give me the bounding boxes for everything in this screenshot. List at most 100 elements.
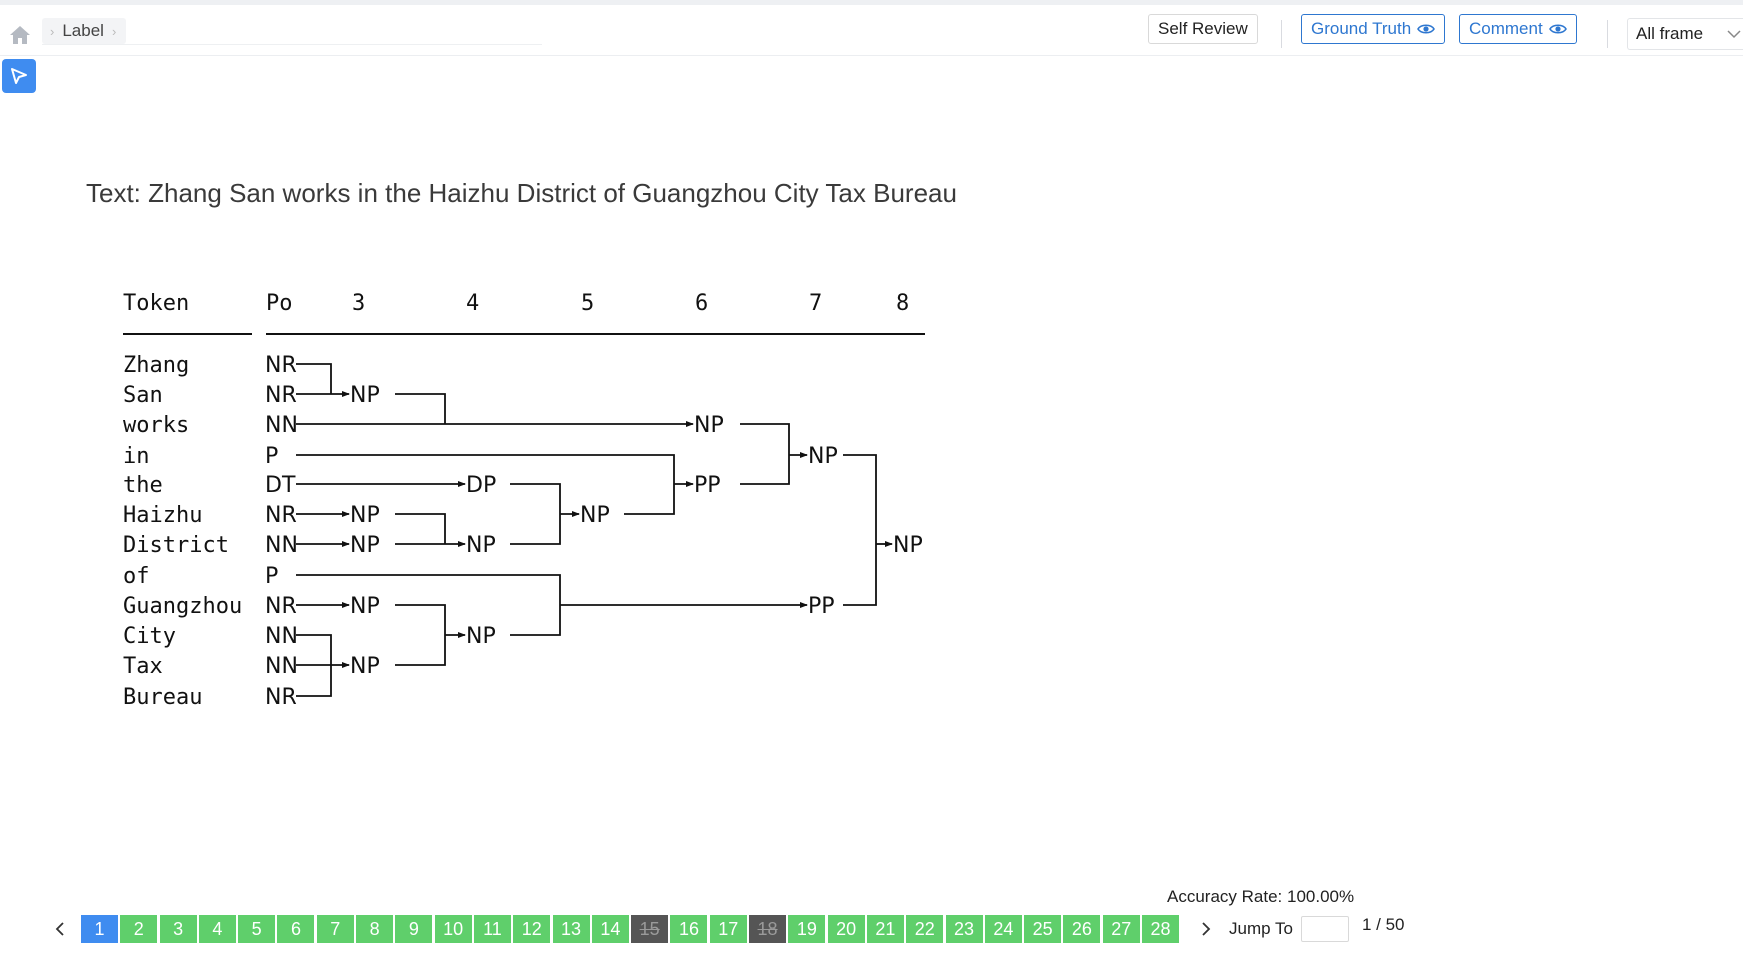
page-button-5[interactable]: 5 (238, 915, 276, 943)
pos-tag: DT (265, 473, 296, 498)
page-button-25[interactable]: 25 (1024, 915, 1062, 943)
pos-tag: NR (265, 503, 297, 528)
ground-truth-button[interactable]: Ground Truth (1301, 14, 1446, 44)
divider (1281, 20, 1282, 48)
page-button-3[interactable]: 3 (159, 915, 197, 943)
page-button-4[interactable]: 4 (198, 915, 236, 943)
chevron-left-icon (55, 922, 64, 936)
page-button-21[interactable]: 21 (866, 915, 904, 943)
divider (1607, 20, 1608, 48)
page-button-20[interactable]: 20 (827, 915, 865, 943)
next-page-button[interactable] (1191, 915, 1221, 943)
node-np: NP (350, 654, 380, 679)
col-header-4: 4 (466, 291, 479, 316)
page-button-7[interactable]: 7 (316, 915, 354, 943)
token: in (123, 444, 150, 469)
node-np: NP (350, 594, 380, 619)
node-pp: PP (808, 594, 835, 619)
frame-select-value: All frame (1636, 24, 1704, 43)
pos-tag: P (265, 444, 278, 469)
page-button-13[interactable]: 13 (552, 915, 590, 943)
page-button-10[interactable]: 10 (434, 915, 472, 943)
token: Zhang (123, 353, 189, 378)
node-np: NP (350, 383, 380, 408)
pos-tag: P (265, 564, 278, 589)
pos-tag: NN (265, 654, 298, 679)
col-header-7: 7 (809, 291, 822, 316)
token: San (123, 383, 163, 408)
col-header-6: 6 (695, 291, 708, 316)
frame-select[interactable]: All frame (1627, 18, 1743, 50)
chevron-right-icon: › (111, 23, 117, 39)
pos-tag: NR (265, 685, 297, 710)
token: District (123, 533, 229, 558)
breadcrumb-label-text: Label (62, 21, 104, 40)
page-button-11[interactable]: 11 (473, 915, 511, 943)
chevron-right-icon (1202, 922, 1211, 936)
select-tool-button[interactable] (2, 59, 36, 93)
node-np: NP (893, 533, 923, 558)
jump-to: Jump To (1229, 916, 1349, 942)
token: Haizhu (123, 503, 202, 528)
pos-tag: NR (265, 353, 297, 378)
page-button-1[interactable]: 1 (81, 915, 118, 943)
token: City (123, 624, 176, 649)
page-button-16[interactable]: 16 (670, 915, 708, 943)
token: the (123, 473, 163, 498)
jump-to-label: Jump To (1229, 919, 1293, 938)
token: of (123, 564, 150, 589)
page-button-15[interactable]: 15 (631, 915, 669, 943)
chevron-right-icon: › (50, 23, 55, 39)
page-button-6[interactable]: 6 (277, 915, 315, 943)
pos-tag: NR (265, 594, 297, 619)
page-button-8[interactable]: 8 (356, 915, 394, 943)
eye-icon (1548, 24, 1567, 34)
page-button-19[interactable]: 19 (788, 915, 826, 943)
top-toolbar: › Label › Self Review Ground Truth Comme… (0, 5, 1743, 56)
node-pp: PP (694, 473, 721, 498)
page-button-27[interactable]: 27 (1102, 915, 1140, 943)
page-button-23[interactable]: 23 (945, 915, 983, 943)
node-np: NP (466, 533, 496, 558)
jump-to-input[interactable] (1300, 916, 1349, 942)
eye-icon (1417, 24, 1436, 34)
page-button-9[interactable]: 9 (395, 915, 433, 943)
page-button-12[interactable]: 12 (513, 915, 551, 943)
node-np: NP (694, 413, 724, 438)
token: works (123, 413, 189, 438)
comment-button[interactable]: Comment (1459, 14, 1577, 44)
page-button-18[interactable]: 18 (749, 915, 787, 943)
page-button-2[interactable]: 2 (120, 915, 158, 943)
prev-page-button[interactable] (45, 915, 75, 943)
page-button-22[interactable]: 22 (906, 915, 944, 943)
col-header-8: 8 (896, 291, 909, 316)
node-np: NP (580, 503, 610, 528)
page-button-17[interactable]: 17 (709, 915, 747, 943)
node-dp: DP (466, 473, 496, 498)
self-review-button[interactable]: Self Review (1148, 14, 1258, 44)
page-button-24[interactable]: 24 (984, 915, 1022, 943)
pos-tag: NR (265, 383, 297, 408)
node-np: NP (808, 444, 838, 469)
home-icon (10, 26, 30, 44)
col-header-token: Token (123, 291, 189, 316)
breadcrumb: › Label › (42, 14, 542, 45)
token: Bureau (123, 685, 202, 710)
page-button-26[interactable]: 26 (1063, 915, 1101, 943)
node-np: NP (466, 624, 496, 649)
parse-tree: Token Po 3 4 5 6 7 8 Zhang San works in … (123, 291, 925, 710)
page-button-28[interactable]: 28 (1142, 915, 1180, 943)
token: Guangzhou (123, 594, 242, 619)
home-button[interactable] (6, 21, 34, 49)
tree-connectors (296, 363, 893, 697)
chevron-down-icon (1727, 30, 1741, 39)
self-review-label: Self Review (1158, 19, 1248, 38)
token: Tax (123, 654, 163, 679)
pos-tag: NN (265, 533, 298, 558)
page-button-14[interactable]: 14 (591, 915, 629, 943)
pos-tag: NN (265, 624, 298, 649)
breadcrumb-item-label[interactable]: › Label › (42, 18, 127, 44)
node-np: NP (350, 533, 380, 558)
pos-tag: NN (265, 413, 298, 438)
node-np: NP (350, 503, 380, 528)
